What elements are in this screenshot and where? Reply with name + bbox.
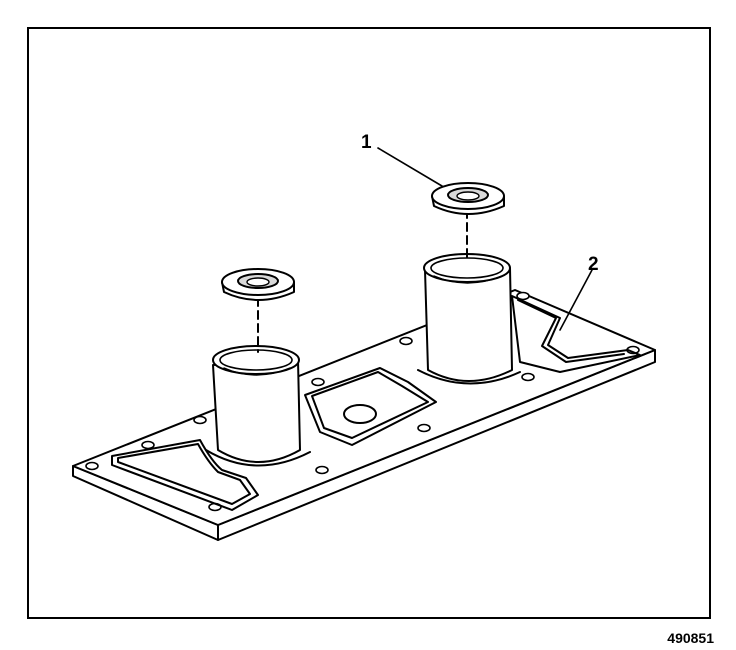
figure-number: 490851 xyxy=(667,630,714,646)
gasket xyxy=(111,295,641,511)
diagram-frame xyxy=(27,27,711,619)
callout-2-label: 2 xyxy=(588,254,599,275)
seal-tube-left xyxy=(205,345,311,467)
seal-tube-right xyxy=(417,253,521,385)
oil-seal-left xyxy=(221,268,295,301)
leader-lines xyxy=(377,147,593,331)
oil-seal-right xyxy=(431,182,505,215)
callout-1-label: 1 xyxy=(361,132,372,153)
alignment-lines xyxy=(257,209,468,353)
